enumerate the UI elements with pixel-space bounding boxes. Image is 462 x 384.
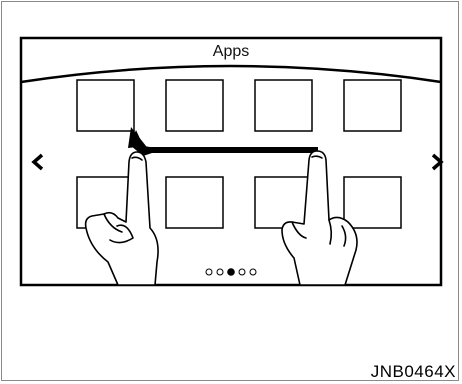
page-dot[interactable] [250, 269, 256, 275]
chevron-left-icon[interactable] [34, 155, 42, 169]
app-tile[interactable] [166, 80, 223, 131]
app-tile[interactable] [166, 177, 223, 228]
app-tile[interactable] [344, 177, 401, 228]
page-dot[interactable] [206, 269, 212, 275]
page-dot[interactable] [239, 269, 245, 275]
app-tile[interactable] [344, 80, 401, 131]
figure-code: JNB0464X [371, 362, 456, 382]
app-tile[interactable] [255, 80, 312, 131]
page-indicator [206, 269, 256, 276]
app-tile[interactable] [255, 177, 312, 228]
page-dot-current[interactable] [228, 269, 235, 276]
screen-title: Apps [201, 43, 261, 61]
app-tile[interactable] [77, 80, 134, 131]
page-dot[interactable] [217, 269, 223, 275]
